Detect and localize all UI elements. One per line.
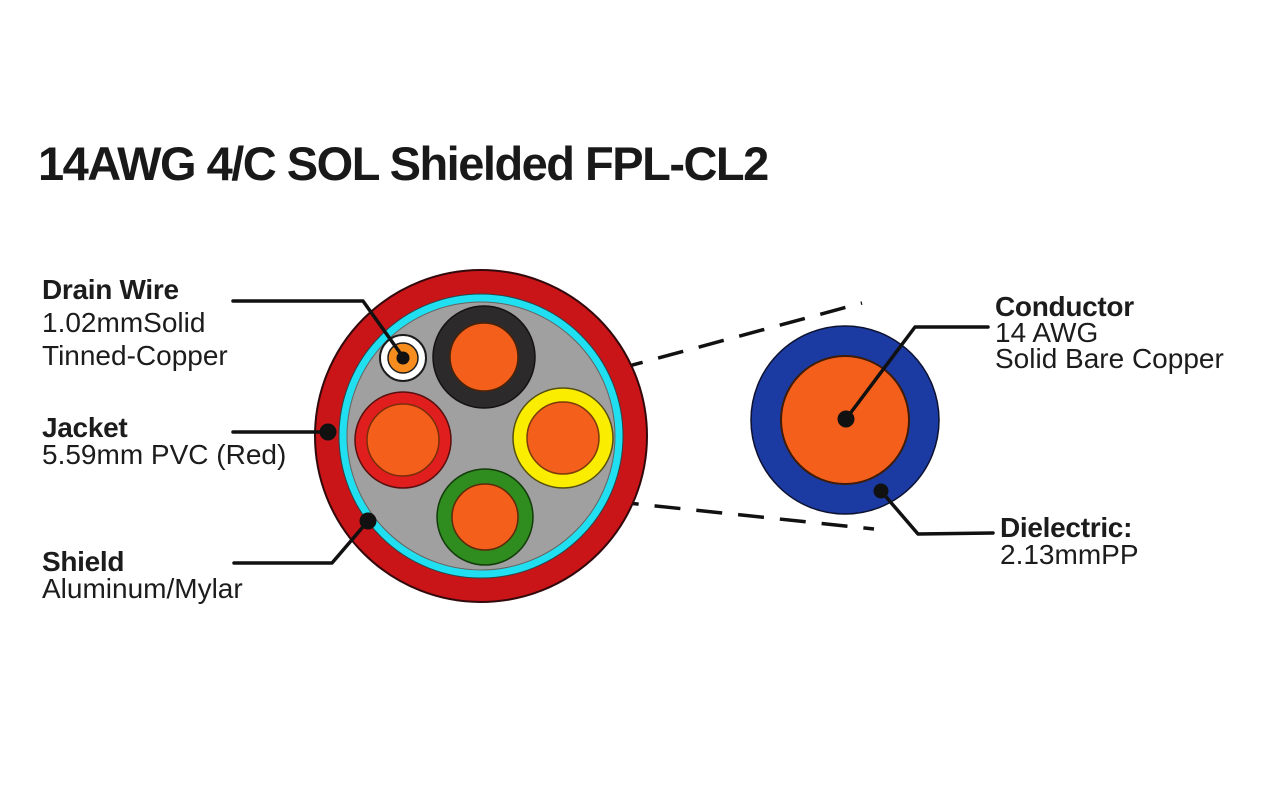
callout-conductor-line: Solid Bare Copper bbox=[995, 343, 1224, 374]
yellow-conductor-core bbox=[526, 401, 600, 475]
conductor-green-insulated bbox=[436, 468, 534, 566]
red-conductor-core bbox=[366, 403, 440, 477]
shield-leader-dot bbox=[359, 512, 377, 530]
callout-drain-wire-line: Tinned-Copper bbox=[42, 340, 228, 371]
page-title: 14AWG 4/C SOL Shielded FPL-CL2 bbox=[38, 137, 769, 190]
callout-dielectric-line: 2.13mmPP bbox=[1000, 539, 1139, 570]
drain-wire-leader-dot bbox=[396, 351, 410, 365]
shield-leader-line bbox=[232, 519, 370, 565]
callout-shield-line: Aluminum/Mylar bbox=[42, 573, 243, 604]
callout-conductor: Conductor 14 AWG Solid Bare Copper bbox=[995, 291, 1224, 374]
dielectric-leader-dot bbox=[873, 483, 889, 499]
black-conductor-core bbox=[449, 322, 519, 392]
leader-lines bbox=[231, 299, 995, 565]
drain-wire-leader-line bbox=[231, 299, 405, 359]
callout-conductor-line: 14 AWG bbox=[995, 317, 1099, 348]
conductor-yellow-insulated bbox=[512, 387, 614, 489]
callout-drain-wire: Drain Wire 1.02mmSolid Tinned-Copper bbox=[42, 273, 228, 372]
conductor-red-insulated bbox=[354, 391, 452, 489]
callout-shield: Shield Aluminum/Mylar bbox=[42, 546, 243, 604]
callout-dielectric: Dielectric: 2.13mmPP bbox=[1000, 512, 1139, 570]
callout-conductor-heading: Conductor bbox=[995, 291, 1134, 322]
callout-jacket-heading: Jacket bbox=[42, 412, 128, 443]
callout-jacket: Jacket 5.59mm PVC (Red) bbox=[42, 412, 287, 470]
callout-dielectric-heading: Dielectric: bbox=[1000, 512, 1133, 543]
jacket-leader-dot bbox=[319, 423, 337, 441]
conductor-black-insulated bbox=[432, 305, 536, 409]
callout-drain-wire-heading: Drain Wire bbox=[42, 274, 179, 305]
callout-shield-heading: Shield bbox=[42, 546, 125, 577]
conductor-leader-dot bbox=[837, 410, 855, 428]
callout-jacket-line: 5.59mm PVC (Red) bbox=[42, 439, 287, 470]
conductor-leader-line bbox=[844, 325, 990, 421]
green-conductor-core bbox=[451, 483, 519, 551]
callout-drain-wire-line: 1.02mmSolid bbox=[42, 307, 206, 338]
cable-cross-section bbox=[314, 269, 648, 603]
dielectric-leader-line bbox=[879, 489, 995, 536]
